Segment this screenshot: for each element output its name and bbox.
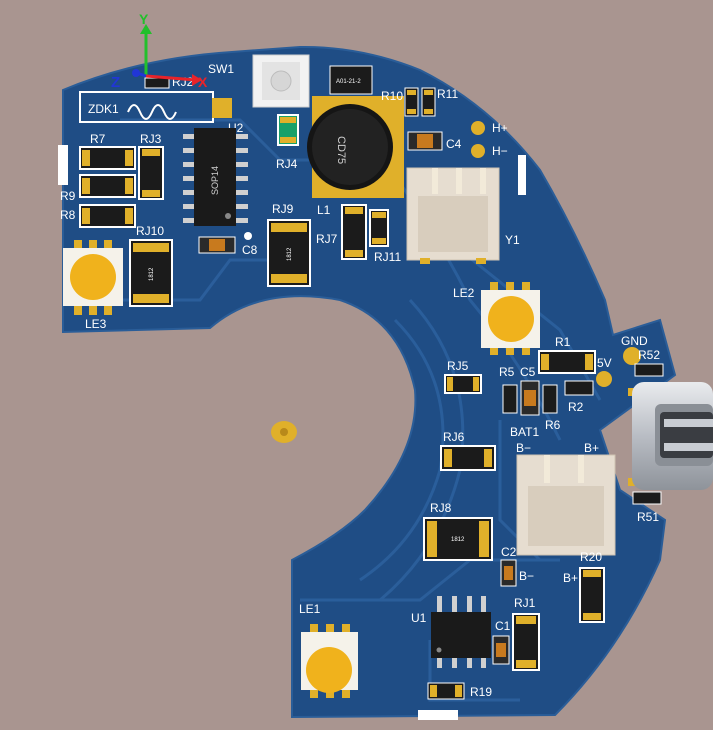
h-plus-label: H+ [492, 121, 508, 135]
axis-y-label: Y [139, 11, 149, 27]
r8-resistor [79, 204, 136, 228]
rj10-marking: 1812 [149, 267, 155, 281]
bat1-connector [516, 454, 616, 556]
rj10-label: RJ10 [136, 224, 164, 238]
u1-label: U1 [411, 611, 427, 625]
r8-label: R8 [60, 208, 76, 222]
r5-resistor [502, 384, 518, 414]
rj9-marking: 1812 [287, 247, 293, 261]
u2-package: SOP14 [210, 166, 220, 195]
h-plus-pad [471, 121, 485, 135]
b-minus-label: B− [516, 441, 531, 455]
axis-x-label: X [198, 74, 208, 90]
r51-label: R51 [637, 510, 659, 524]
le2-label: LE2 [453, 286, 475, 300]
r1-label: R1 [555, 335, 571, 349]
r7-label: R7 [90, 132, 106, 146]
r5-label: R5 [499, 365, 515, 379]
gnd-label: GND [621, 334, 648, 348]
gnd-pad [623, 347, 641, 365]
u2-pins [183, 134, 248, 223]
r52-label: R52 [638, 348, 660, 362]
rj2-resistor [144, 77, 170, 89]
u1-pins [437, 596, 486, 668]
y1-label: Y1 [505, 233, 520, 247]
five-v-pad [596, 371, 612, 387]
r7-resistor [79, 146, 136, 170]
r1-resistor [538, 350, 596, 374]
axis-z-label: Z [111, 74, 120, 91]
r2-label: R2 [568, 400, 584, 414]
c1-label: C1 [495, 619, 511, 633]
le3-led [63, 240, 123, 315]
r6-resistor [542, 384, 558, 414]
u2-chip [194, 128, 236, 226]
c4-label: C4 [446, 137, 462, 151]
l1-marking: CD75 [335, 136, 347, 164]
c8-label: C8 [242, 243, 258, 257]
sot-chip [329, 65, 373, 95]
edge-tab [58, 145, 68, 185]
h-minus-pad [471, 144, 485, 158]
h-minus-label: H− [492, 144, 508, 158]
b-plus-label: B+ [584, 441, 599, 455]
sw1-label: SW1 [208, 62, 234, 76]
le2-led [481, 282, 540, 355]
r9-resistor [79, 174, 136, 198]
r51-resistor [632, 491, 662, 505]
y1-connector [406, 167, 500, 264]
le1-label: LE1 [299, 602, 321, 616]
le1-led [301, 624, 358, 698]
rj3-label: RJ3 [140, 132, 162, 146]
rj5-label: RJ5 [447, 359, 469, 373]
five-v-label: 5V [597, 356, 612, 370]
rj5-resistor [444, 374, 482, 394]
c5-label: C5 [520, 365, 536, 379]
r11-label: R11 [437, 87, 458, 101]
axis-gizmo: Y X Z [111, 11, 208, 91]
r20-label: R20 [580, 550, 602, 564]
zdk1-coil [127, 104, 177, 120]
edge-tab [518, 155, 526, 195]
b-plus-2-label: B+ [563, 571, 578, 585]
r9-label: R9 [60, 189, 76, 203]
c2-label: C2 [501, 545, 517, 559]
r19-label: R19 [470, 685, 492, 699]
r6-label: R6 [545, 418, 561, 432]
sot-chip-marking: A01-21-2 [336, 79, 361, 85]
le3-label: LE3 [85, 317, 107, 331]
zdk1-pad [212, 98, 232, 118]
rj4-label: RJ4 [276, 157, 298, 171]
rj11-label: RJ11 [374, 250, 401, 264]
bat1-label: BAT1 [510, 425, 539, 439]
r2-resistor [564, 380, 594, 396]
zdk1-label: ZDK1 [88, 102, 119, 116]
rj7-label: RJ7 [316, 232, 338, 246]
r10-label: R10 [381, 89, 403, 103]
rj9-label: RJ9 [272, 202, 294, 216]
rj11-resistor [369, 209, 389, 247]
usb-c-connector[interactable] [628, 382, 713, 490]
rj6-label: RJ6 [443, 430, 465, 444]
rj1-label: RJ1 [514, 596, 536, 610]
r52-resistor [634, 363, 664, 377]
rj8-label: RJ8 [430, 501, 452, 515]
rj8-marking: 1812 [451, 537, 465, 543]
l1-label: L1 [317, 203, 331, 217]
edge-tab [418, 710, 458, 720]
b-minus-2-label: B− [519, 569, 534, 583]
